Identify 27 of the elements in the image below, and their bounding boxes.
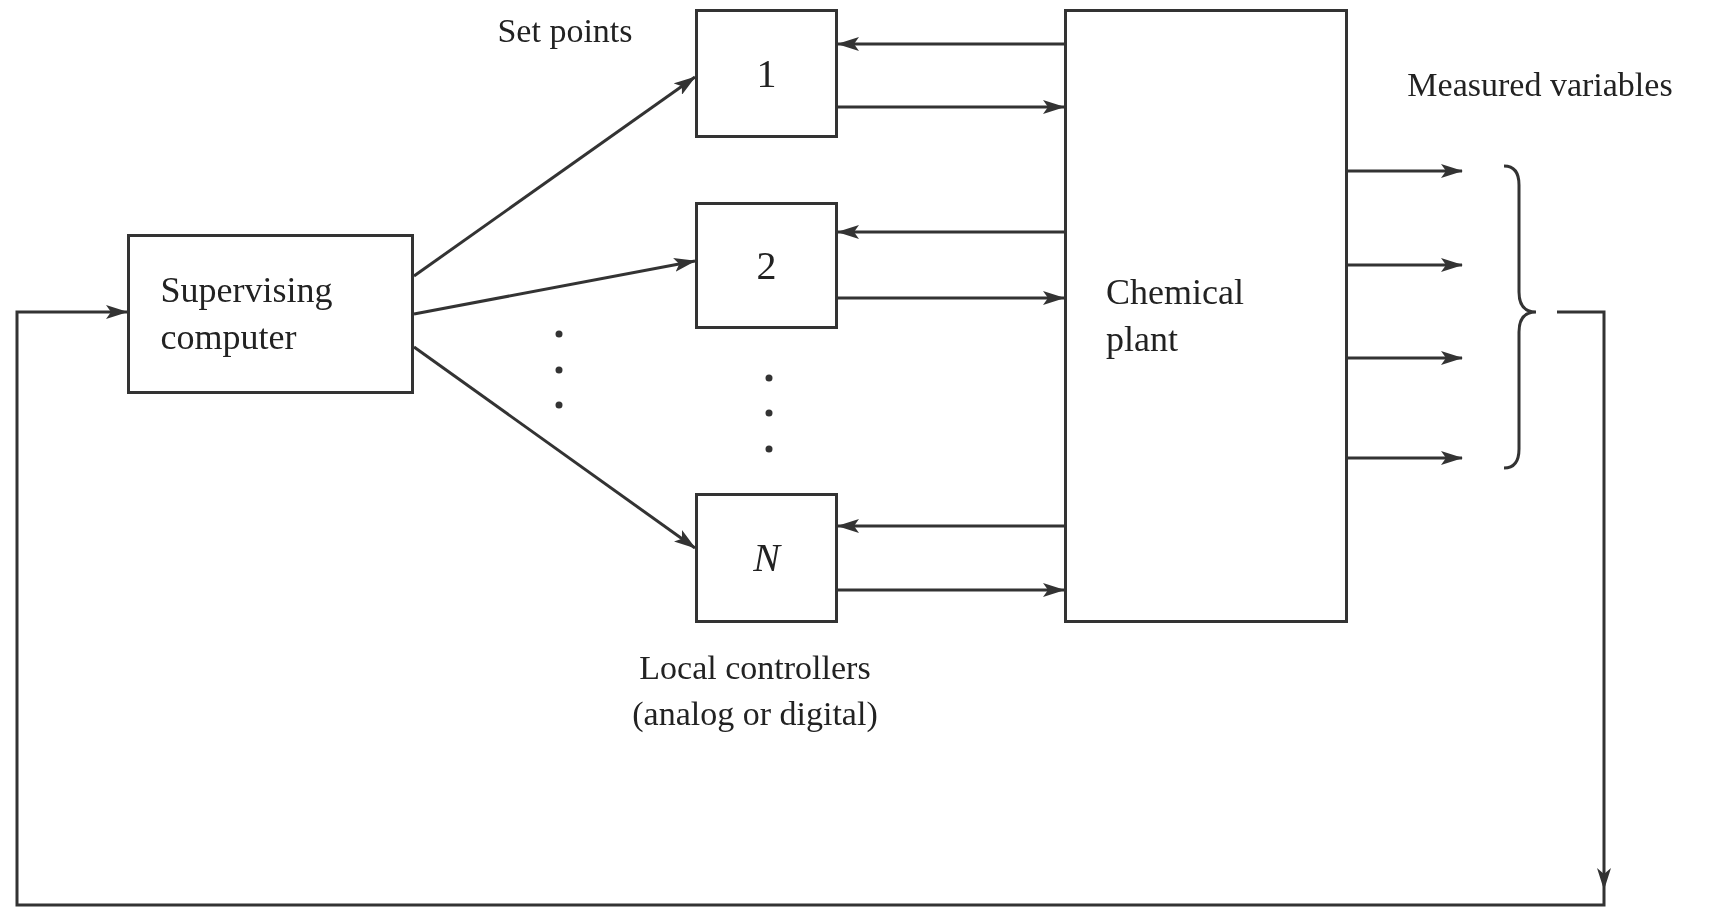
arrow [1348,351,1463,365]
box-label: 2 [756,241,777,290]
arrow [413,345,696,550]
arrow [837,519,1064,533]
annotation-label: Local controllers (analog or digital) [631,648,879,734]
box-label: Chemical plant [1106,271,1245,361]
box-label: 1 [756,49,777,98]
annotation-label: Measured variables [1406,65,1674,105]
process-box [1064,9,1348,623]
arrow [838,100,1065,114]
arrow [1348,164,1463,178]
arrow [15,305,1606,907]
arrow [838,291,1065,305]
process-box [695,493,838,623]
process-box [695,202,838,329]
arrow [837,225,1064,239]
arrow [838,583,1065,597]
arrow [413,75,696,278]
box-label: N [753,534,780,582]
process-box [127,234,414,394]
arrow [413,258,696,316]
arrow [1348,258,1463,272]
arrow [1348,451,1463,465]
box-label: Supervising computer [160,269,334,359]
arrow [837,37,1064,51]
process-box [695,9,838,138]
annotation-label: Set points [496,11,634,51]
